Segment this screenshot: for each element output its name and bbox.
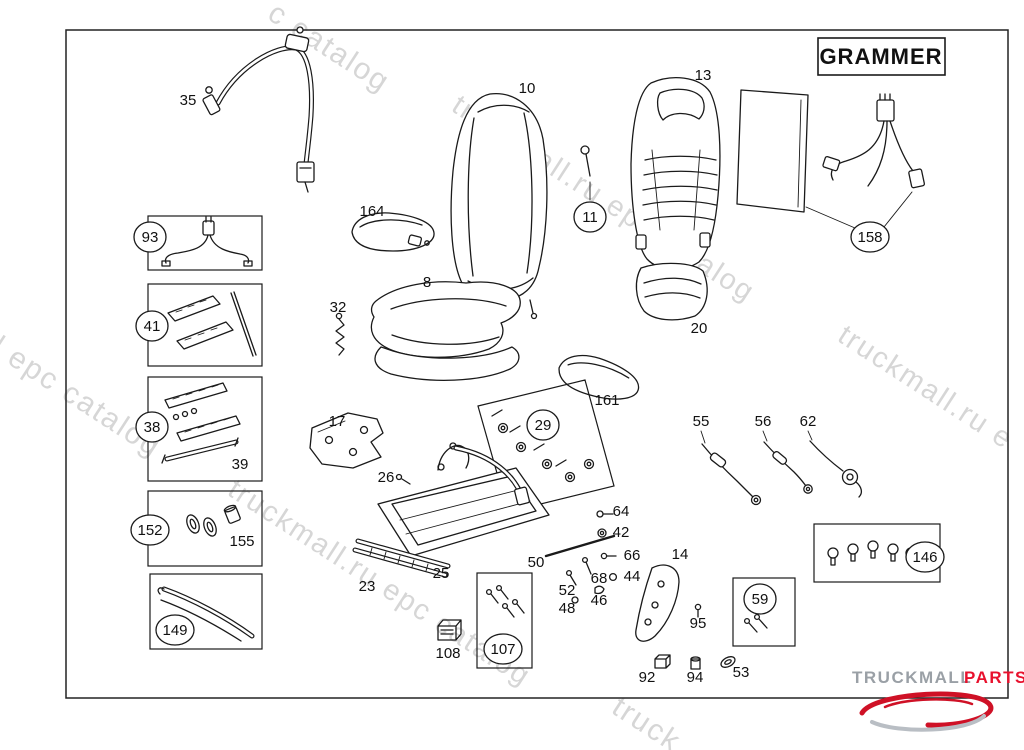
part-label-39: 39 <box>232 456 249 473</box>
circled-part-label-146: 146 <box>905 541 945 573</box>
backrest-frame-13 <box>630 77 721 270</box>
bracket-17 <box>309 412 384 469</box>
small-parts-bottom <box>654 603 736 670</box>
part-label-53: 53 <box>733 664 750 681</box>
part-label-42: 42 <box>613 524 630 541</box>
part-label-161: 161 <box>594 392 619 409</box>
watermark-text: l epc catalog <box>0 330 167 464</box>
part-label-52: 52 <box>559 582 576 599</box>
part-label-10: 10 <box>519 80 536 97</box>
part-label-56: 56 <box>755 413 772 430</box>
circled-part-label-41: 41 <box>135 310 169 342</box>
circled-part-label-59: 59 <box>743 583 777 615</box>
recliner-handle-14 <box>635 564 680 642</box>
armrest-161 <box>558 354 640 400</box>
truckmall-logo: TRUCKMALL PARTS <box>852 668 1024 732</box>
svg-text:59: 59 <box>752 591 769 608</box>
part-label-17: 17 <box>329 413 346 430</box>
svg-text:158: 158 <box>857 229 882 246</box>
part-label-108: 108 <box>435 645 460 662</box>
screw-kit-107 <box>476 572 533 669</box>
watermark-text: truck <box>606 690 687 750</box>
part-label-35: 35 <box>180 92 197 109</box>
part-label-32: 32 <box>330 299 347 316</box>
part-label-50: 50 <box>528 554 545 571</box>
svg-text:146: 146 <box>912 549 937 566</box>
bowden-cable-55 <box>700 430 762 506</box>
svg-text:38: 38 <box>144 419 161 436</box>
part-label-164: 164 <box>359 203 384 220</box>
seat-cushion-8 <box>370 281 521 381</box>
brand-box-rect <box>817 37 946 76</box>
part-label-66: 66 <box>624 547 641 564</box>
lumbar-panel-20 <box>635 262 708 321</box>
part-label-62: 62 <box>800 413 817 430</box>
seatbelt-assembly-35 <box>202 26 315 193</box>
armrest-164 <box>351 212 435 252</box>
fastener-cluster <box>544 510 618 604</box>
bowden-cable-62 <box>807 430 863 498</box>
label-layer: 35 10 13 164 8 32 20 17 39 161 55 56 62 26 155 64 42 50 66… <box>130 67 945 686</box>
circled-part-label-149: 149 <box>155 614 195 646</box>
part-label-48: 48 <box>559 600 576 617</box>
slide-rails-23 <box>352 538 451 578</box>
circled-part-label-93: 93 <box>133 221 167 253</box>
part-label-94: 94 <box>687 669 704 686</box>
fastener-11 <box>580 145 591 201</box>
logo-text-gray: TRUCKMALL <box>852 668 972 687</box>
part-label-25: 25 <box>433 565 450 582</box>
bushing-kit-152-155 <box>147 490 263 567</box>
svg-text:152: 152 <box>137 522 162 539</box>
brand-box: GRAMMER <box>817 37 946 76</box>
trim-kit-149 <box>149 573 263 650</box>
watermark-text: truckmall.ru e <box>832 319 1019 456</box>
svg-text:149: 149 <box>162 622 187 639</box>
screw-kit-59 <box>732 577 796 647</box>
part-label-55: 55 <box>693 413 710 430</box>
svg-text:93: 93 <box>142 229 159 246</box>
circled-part-label-29: 29 <box>526 409 560 441</box>
spring-32 <box>335 312 345 356</box>
svg-text:41: 41 <box>144 318 161 335</box>
part-label-95: 95 <box>690 615 707 632</box>
circled-part-label-158: 158 <box>850 221 890 253</box>
part-label-155: 155 <box>229 533 254 550</box>
circled-part-label-11: 11 <box>573 201 607 233</box>
part-label-13: 13 <box>695 67 712 84</box>
circled-part-label-152: 152 <box>130 514 170 546</box>
part-label-92: 92 <box>639 669 656 686</box>
wiring-kit-93 <box>147 215 263 271</box>
svg-text:29: 29 <box>535 417 552 434</box>
part-label-64: 64 <box>613 503 630 520</box>
part-label-23: 23 <box>359 578 376 595</box>
bowden-cable-56 <box>762 430 813 494</box>
seat-base-frame-25-26 <box>377 442 550 557</box>
part-label-26: 26 <box>378 469 395 486</box>
part-label-8: 8 <box>423 274 431 291</box>
part-label-68: 68 <box>591 570 608 587</box>
logo-text-red: PARTS <box>964 668 1024 687</box>
circled-part-label-38: 38 <box>135 411 169 443</box>
logo-swoosh-icon <box>859 691 994 732</box>
part-label-46: 46 <box>591 592 608 609</box>
circled-part-label-107: 107 <box>483 633 523 665</box>
switch-block-108 <box>437 619 462 641</box>
panel-and-harness-158 <box>736 89 925 229</box>
brand-title: GRAMMER <box>819 44 942 69</box>
diagram-border <box>65 29 1009 699</box>
svg-text:107: 107 <box>490 641 515 658</box>
part-label-20: 20 <box>691 320 708 337</box>
part-label-14: 14 <box>672 546 689 563</box>
part-label-44: 44 <box>624 568 641 585</box>
svg-text:11: 11 <box>582 209 598 226</box>
